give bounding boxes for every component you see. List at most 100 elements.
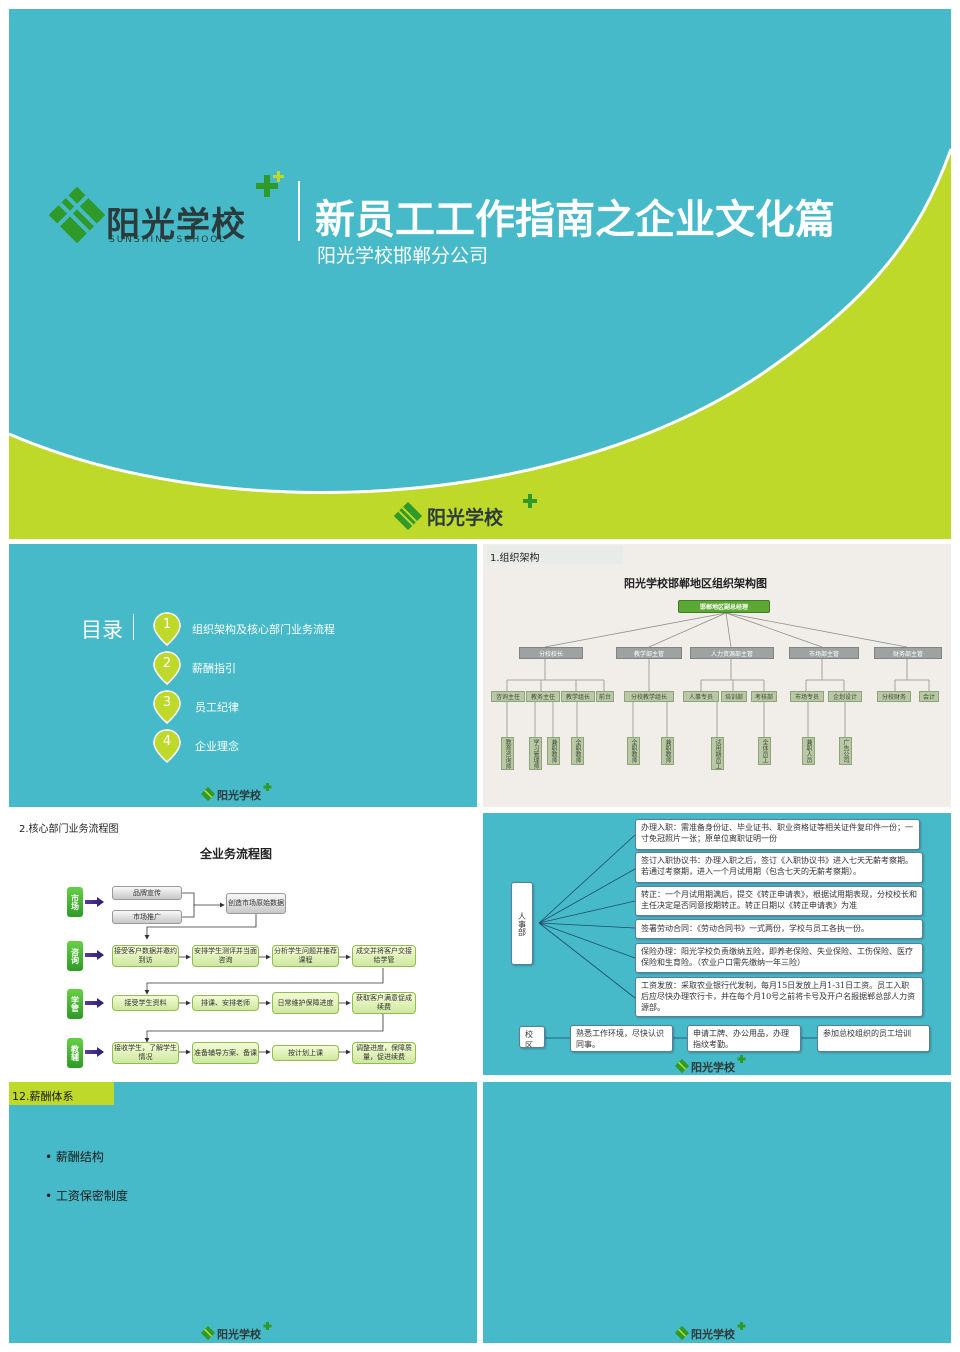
- org-leaf: 全职教师: [627, 737, 640, 765]
- main-title: 新员工工作指南之企业文化篇: [315, 197, 835, 243]
- toc-item[interactable]: 2 薪酬指引: [153, 651, 453, 685]
- bullet-item: • 薪酬结构: [45, 1150, 104, 1164]
- footer-logo-text: 阳光学校: [427, 507, 504, 529]
- footer-logo-text: 阳光学校: [691, 1328, 735, 1341]
- org-leaf: 学习管理师: [529, 737, 542, 770]
- flow-step: 调整进度，保障质量，促进续费: [352, 1042, 416, 1064]
- flow-step: 创造市场原始数据: [226, 893, 286, 914]
- toc-label: 薪酬指引: [192, 662, 236, 675]
- flow-step: 品牌宣传: [112, 886, 182, 900]
- org-connectors: [506, 612, 930, 737]
- title-slide: 阳光学校 SUNSHINE SCHOOL 新员工工作指南之企业文化篇 阳光学校邯…: [9, 9, 951, 539]
- flow-step: 获取客户满意促成续费: [352, 992, 416, 1014]
- org-root: 邯郸地区副总经理: [678, 600, 770, 613]
- hr-hub-label: 人事部: [517, 911, 527, 936]
- flow-side-label: 市场: [67, 887, 83, 917]
- subtitle: 阳光学校邯郸分公司: [317, 245, 489, 267]
- org-dept: 市场部主管: [789, 647, 859, 659]
- org-dept: 财务部主管: [874, 647, 942, 659]
- flow-connectors: [85, 892, 384, 1057]
- org-leaf: 全职教师: [571, 737, 584, 765]
- toc-number: 4: [162, 734, 172, 749]
- hr-step: 申请工牌、办公用品，办理指纹考勤。: [687, 1025, 801, 1052]
- location-pin-icon: [153, 651, 181, 685]
- flow-title: 全业务流程图: [200, 847, 273, 861]
- org-leaf: 广告公司: [839, 737, 852, 765]
- org-leaf: 全体员工: [758, 737, 771, 765]
- flow-step: 分析学生问题并推荐课程: [272, 945, 339, 967]
- toc-number: 2: [162, 656, 172, 671]
- flow-side-label: 咨询: [67, 941, 83, 971]
- footer-logo: 阳光学校: [199, 1322, 279, 1342]
- toc-divider: [133, 614, 134, 640]
- hr-step: 熟悉工作环境，尽快认识同事。: [570, 1025, 673, 1052]
- title-divider: [298, 181, 300, 241]
- plus-sparkle-icon: [737, 1055, 746, 1063]
- flow-side-label: 学管: [67, 989, 83, 1019]
- toc-item[interactable]: 4 企业理念: [153, 729, 453, 763]
- org-role: 考核部: [751, 691, 777, 702]
- footer-logo: 阳光学校: [673, 1322, 753, 1342]
- org-leaf: 兼职教师: [661, 737, 674, 765]
- footer-logo-text: 阳光学校: [217, 1328, 261, 1341]
- footer-logo-text: 阳光学校: [217, 789, 261, 802]
- flow-step: 接受客户数据并邀约到访: [112, 945, 179, 967]
- org-role: 咨询主任: [491, 691, 525, 702]
- toc-item[interactable]: 3 员工纪律: [153, 690, 453, 724]
- section-label: 1.组织架构: [490, 553, 540, 564]
- flow-step: 按计划上课: [272, 1045, 339, 1061]
- org-leaf: 兼职人员: [802, 737, 815, 765]
- footer-logo-text: 阳光学校: [691, 1061, 735, 1074]
- hr-item: 保险办理：阳光学校负责缴纳五险，即养老保险、失业保险、工伤保险、医疗保险和生育险…: [635, 943, 923, 973]
- plus-sparkle-icon: [256, 171, 284, 197]
- flow-step: 日常维护保障进度: [272, 992, 339, 1014]
- flow-step: 排课、安排老师: [192, 995, 259, 1011]
- flow-step: 准备辅导方案、备课: [192, 1042, 259, 1064]
- plus-sparkle-icon: [737, 1322, 746, 1330]
- org-dept: 分校校长: [519, 647, 583, 659]
- toc-heading: 目录: [81, 618, 123, 642]
- logo-text: 阳光学校: [106, 205, 246, 245]
- org-role: 分校教学组长: [624, 691, 674, 702]
- org-leaf: 试用期员工: [711, 737, 724, 770]
- flow-step: 成交并将客户交接给学管: [352, 945, 416, 967]
- lime-wave: [9, 148, 951, 539]
- toc-slide: 目录 1 组织架构及核心部门业务流程 2 薪酬指引 3 员工纪律 4 企业理念 …: [9, 544, 477, 807]
- section-label: 12.薪酬体系: [12, 1090, 74, 1103]
- footer-logo: 阳光学校: [673, 1055, 753, 1075]
- org-role: 市场专员: [790, 691, 824, 702]
- footer-logo: 阳光学校: [199, 783, 279, 804]
- toc-item[interactable]: 1 组织架构及核心部门业务流程: [153, 612, 453, 646]
- bullet-text: 工资保密制度: [55, 1189, 128, 1203]
- bullet-item: • 工资保密制度: [45, 1189, 128, 1203]
- org-title: 阳光学校邯郸地区组织架构图: [624, 577, 767, 590]
- hr-step: 参加总校组织的员工培训: [817, 1025, 930, 1052]
- org-dept: 教学部主管: [616, 647, 682, 659]
- toc-number: 3: [162, 695, 172, 710]
- logo-mark-icon: [393, 501, 423, 531]
- org-slide: 1.组织架构 阳光学校邯郸地区组织架构图 邯郸地区副总经理 分校校长 教学部主管: [483, 544, 951, 807]
- logo-mark-icon: [200, 786, 216, 802]
- hr-item: 工资发放：采取农业银行代发制，每月15日发放上月1-31日工资。员工入职后应尽快…: [635, 977, 923, 1017]
- plus-sparkle-icon: [523, 491, 542, 508]
- toc-label: 员工纪律: [195, 701, 239, 714]
- org-role: 分校财务: [877, 691, 911, 702]
- org-role: 教务主任: [526, 691, 560, 702]
- org-leaf: 教育咨询师: [501, 737, 514, 770]
- hr-connectors: [538, 834, 817, 1039]
- flow-step: 安排学生测评并当面咨询: [192, 945, 259, 967]
- salary-slide: 12.薪酬体系 • 薪酬结构 • 工资保密制度 阳光学校: [9, 1082, 477, 1343]
- toc-label: 组织架构及核心部门业务流程: [192, 623, 335, 636]
- blank-slide: 阳光学校: [483, 1082, 951, 1343]
- location-pin-icon: [153, 690, 181, 724]
- org-role: 培训部: [721, 691, 747, 702]
- flow-step: 接收学生，了解学生情况: [112, 1042, 179, 1064]
- toc-number: 1: [162, 617, 172, 632]
- location-pin-icon: [153, 612, 181, 646]
- bullet-text: 薪酬结构: [55, 1150, 104, 1164]
- logo-mark-icon: [674, 1325, 690, 1341]
- hr-item: 转正：一个月试用期满后，提交《转正申请表》，根据试用期表现，分校校长和主任决定是…: [635, 886, 923, 916]
- org-role: 教学组长: [561, 691, 595, 702]
- flow-step: 市场推广: [112, 910, 182, 924]
- plus-sparkle-icon: [263, 783, 272, 791]
